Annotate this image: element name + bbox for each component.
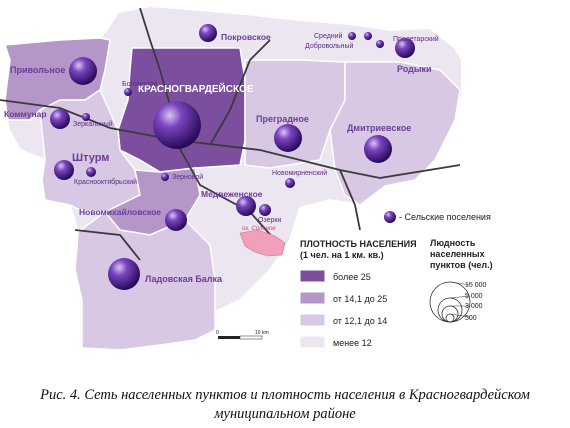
- legend-density-subtitle: (1 чел. на 1 км. кв.): [300, 250, 384, 260]
- label-zernovoy: Зерновой: [172, 173, 203, 181]
- legend-swatch-1: [299, 291, 326, 305]
- label-krasnogvardeyskoe: КРАСНОГВАРДЕЙСКОЕ: [138, 82, 254, 95]
- label-ladovskaya: Ладовская Балка: [145, 274, 223, 284]
- legend-pop-title-2: населенных: [430, 249, 485, 259]
- label-privolnoe: Привольное: [10, 65, 65, 75]
- settlement-krasnogvardeyskoe[interactable]: [153, 101, 201, 149]
- settlement-dobrovolnyi[interactable]: [364, 32, 372, 40]
- settlement-novomirnensky[interactable]: [285, 178, 295, 188]
- settlement-medvezhenskoe[interactable]: [236, 196, 256, 216]
- roads: [0, 7, 461, 261]
- settlement-pregradnoe[interactable]: [274, 124, 302, 152]
- legend-pop-2: 3 000: [465, 303, 483, 310]
- legend-pop-title-3: пунктов (чел.): [430, 260, 493, 270]
- label-proletarsky: Пролетарский: [393, 35, 439, 43]
- label-lake-solenoe: оз. Соленое: [242, 226, 276, 232]
- settlement-dmitrievskoe[interactable]: [364, 135, 392, 163]
- label-pokrovskoe: Покровское: [221, 32, 271, 42]
- settlement-bogomolov[interactable]: [124, 88, 132, 96]
- zone-dmitrievskoe: [329, 61, 461, 206]
- legend-settlement-icon: [384, 211, 396, 223]
- settlement-shturm[interactable]: [54, 160, 74, 180]
- label-ozerki: Озерки: [258, 217, 281, 224]
- label-kommunar: Коммунар: [4, 109, 47, 119]
- scale-start: 0: [216, 330, 219, 336]
- settlement-zerkalnyi[interactable]: [82, 113, 90, 121]
- settlement-rodyki[interactable]: [395, 38, 415, 58]
- legend-pop-title-1: Людность: [430, 238, 476, 248]
- settlement-zernovoy[interactable]: [161, 173, 169, 181]
- label-zerkalnyi: Зеркальный: [73, 120, 113, 128]
- zone-ladovskaya: [74, 210, 216, 351]
- label-novomirnensky: Новомирненский: [272, 169, 327, 177]
- settlement-proletarsky[interactable]: [376, 40, 384, 48]
- legend-swatch-2: [299, 313, 326, 327]
- settlement-pokrovskoe[interactable]: [199, 24, 217, 42]
- label-srednyi: Средний: [314, 32, 343, 40]
- legend-density-title: ПЛОТНОСТЬ НАСЕЛЕНИЯ: [300, 239, 417, 249]
- label-dmitrievskoe: Дмитриевское: [347, 123, 411, 133]
- settlement-krasnooktyabrsky[interactable]: [86, 167, 96, 177]
- legend-swatch-3: [299, 335, 326, 349]
- legend-pop-0: 15 000: [465, 282, 487, 289]
- lake-solenoe: [239, 229, 286, 257]
- legend-class-1: от 14,1 до 25: [333, 294, 387, 304]
- legend-swatch-0: [299, 269, 326, 283]
- label-bogomolov: Богомолов: [122, 81, 157, 88]
- legend-class-0: более 25: [333, 272, 371, 282]
- legend-pop-1: 5 000: [465, 293, 483, 300]
- caption-line-1: Рис. 4. Сеть населенных пунктов и плотно…: [40, 387, 530, 403]
- scale-end: 10 km: [255, 330, 269, 336]
- settlement-srednyi[interactable]: [348, 32, 356, 40]
- settlement-ladovskaya[interactable]: [108, 258, 140, 290]
- settlement-ozerki[interactable]: [259, 204, 271, 216]
- label-dobrovolnyi: Добровольный: [305, 42, 354, 50]
- zone-pregradnoe: [244, 59, 346, 169]
- settlement-privolnoe[interactable]: [69, 57, 97, 85]
- label-pregradnoe: Преградное: [256, 114, 309, 124]
- label-rodyki: Родыки: [397, 64, 432, 74]
- label-shturm: Штурм: [72, 152, 109, 164]
- district-map: КРАСНОГВАРДЕЙСКОЕ Привольное Покровское …: [0, 4, 493, 352]
- settlement-kommunar[interactable]: [50, 109, 70, 129]
- label-novomikhaylovskoe: Новомихайловское: [79, 207, 161, 217]
- caption-line-2: муниципальном районе: [214, 406, 356, 422]
- scale-bar: [218, 335, 263, 340]
- figure-caption: Рис. 4. Сеть населенных пунктов и плотно…: [0, 386, 570, 424]
- settlement-novomikhaylovskoe[interactable]: [165, 209, 187, 231]
- legend-class-2: от 12,1 до 14: [333, 316, 387, 326]
- label-medvezhenskoe: Медвеженское: [201, 189, 263, 199]
- legend-rural-label: - Сельские поселения: [399, 212, 491, 222]
- legend-class-3: менее 12: [333, 338, 372, 348]
- legend-pop-3: 500: [465, 315, 477, 322]
- label-krasnooktyabrsky: Красноoктябрьский: [74, 178, 137, 186]
